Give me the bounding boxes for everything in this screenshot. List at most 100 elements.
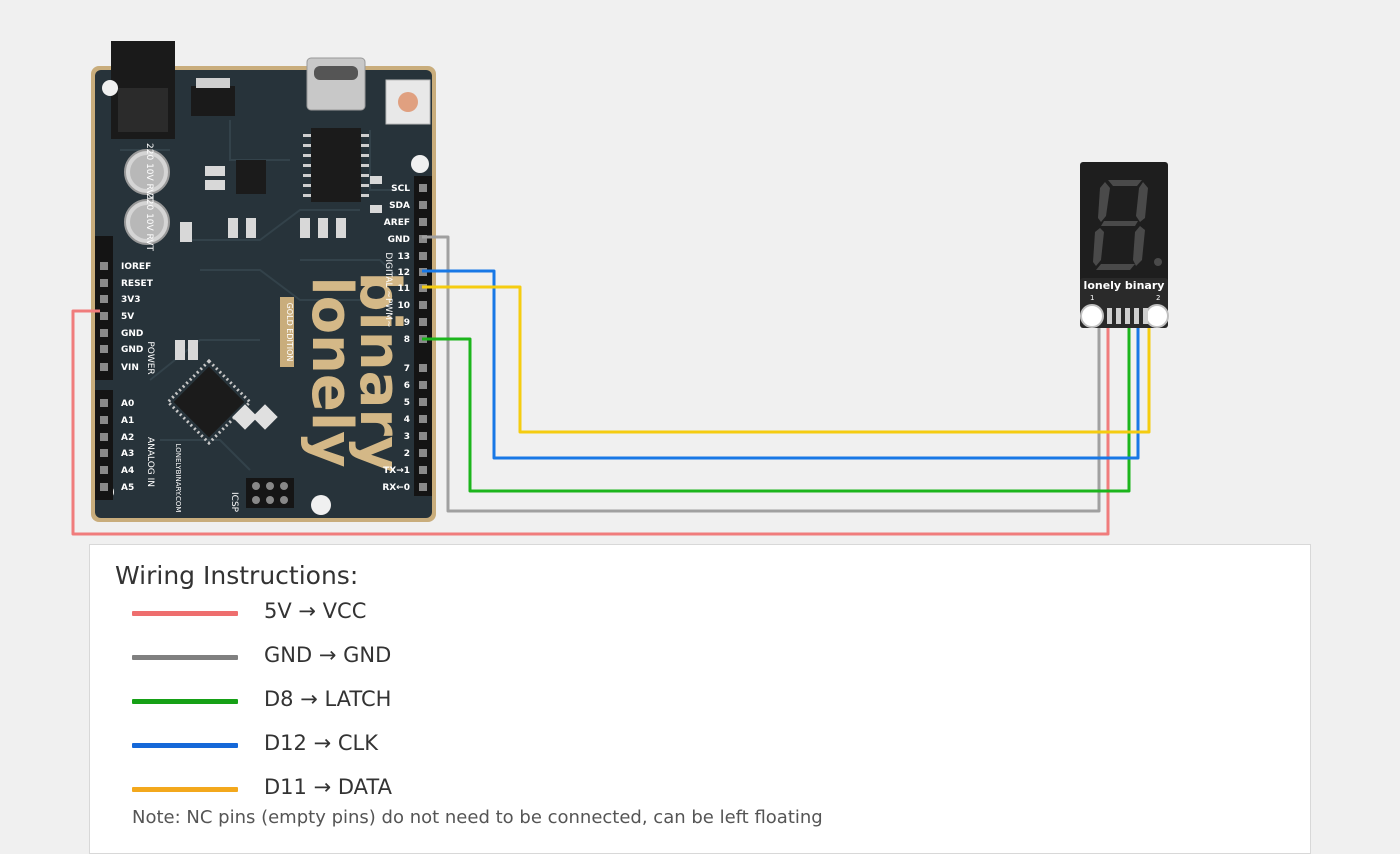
mounting-hole [411,155,429,173]
wires [71,235,1151,536]
board-traces [120,120,410,471]
left-pin-label: A5 [121,483,134,493]
legend-label-clk: D12 → CLK [264,731,378,755]
board-website: LONELYBINARY.COM [174,444,182,513]
header-pin [100,329,108,337]
header-pin [100,449,108,457]
arduino-board: 220 10V RVT 220 10V RVT ICS [91,41,436,522]
right-pin-label: SDA [389,201,410,211]
wire-gnd-gnd [422,235,1101,513]
led-2 [252,404,278,430]
board-brand-line1: lonely [299,276,364,467]
header-pin [419,218,427,226]
module-pin-2-label: 2 [1156,294,1160,302]
left-pin-label: 3V3 [121,295,141,305]
digit-segments [1093,180,1148,270]
header-pin [419,235,427,243]
power-section-label: POWER [145,341,155,374]
module-mounting-hole [1080,304,1104,328]
board-brand-line2: binary [347,271,412,472]
header-pin [419,201,427,209]
left-pin-label: A1 [121,416,134,426]
right-pin-label: 2 [404,449,410,459]
header-pin [100,399,108,407]
right-header-pins [419,184,427,491]
header-pin [100,466,108,474]
left-pin-label: A0 [121,399,134,409]
header-pin [419,301,427,309]
legend-row-data: D11 → DATA [132,773,732,803]
legend-swatch-latch [132,699,238,704]
legend-label-gnd: GND → GND [264,643,392,667]
legend-row-clk: D12 → CLK [132,729,732,759]
right-pin-label: 5 [404,398,410,408]
right-pin-label: 8 [404,335,410,345]
right-pin-label: GND [388,235,410,245]
header-pin [419,184,427,192]
analog-section-label: ANALOG IN [145,437,155,487]
module-mounting-hole [1145,304,1169,328]
right-pin-label: AREF [384,218,410,228]
reset-button [398,92,418,112]
led-1 [232,404,258,430]
usb-c-port [306,57,366,111]
mounting-hole [311,495,331,515]
legend-swatch-data [132,787,238,792]
edition-badge [280,297,294,367]
mounting-hole [102,80,118,96]
legend-label-vcc: 5V → VCC [264,599,367,623]
header-pin [100,262,108,270]
header-pin [100,345,108,353]
board-edition: GOLD EDITION [285,303,294,362]
legend-swatch-clk [132,743,238,748]
instructions-note: Note: NC pins (empty pins) do not need t… [132,807,823,828]
right-pin-label: SCL [391,184,410,194]
legend-row-vcc: 5V → VCC [132,597,732,627]
right-pin-label: RX←0 [382,483,410,493]
legend-row-gnd: GND → GND [132,641,732,671]
wiring-instructions-panel: Wiring Instructions: 5V → VCC GND → GND … [89,544,1311,854]
left-header-pins [100,262,108,491]
left-pin-label: VIN [121,363,139,373]
header-pin [100,312,108,320]
dc-jack-inner [118,88,168,132]
usb-c-opening [314,66,358,80]
header-pin [100,416,108,424]
icsp-label: ICSP [229,492,239,513]
seven-segment-module: lonely binary 1 2 [1080,162,1169,328]
header-pin [419,252,427,260]
wiring-diagram: 220 10V RVT 220 10V RVT ICS [71,41,1169,536]
left-pin-label: IOREF [121,262,151,272]
header-pin [419,381,427,389]
right-pin-label: 6 [404,381,410,391]
legend-label-latch: D8 → LATCH [264,687,392,711]
left-header-analog [95,390,113,500]
legend-swatch-vcc [132,611,238,616]
right-pin-label: 11 [397,284,410,294]
icsp-header: ICSP [229,478,294,513]
right-pin-label: 13 [397,252,410,262]
left-pin-label: A4 [121,466,134,476]
right-pin-label: 3 [404,432,410,442]
left-pin-label: RESET [121,279,154,289]
left-header-power [95,236,113,380]
microcontroller-chip [165,358,253,446]
voltage-regulator [191,86,235,116]
header-pin [100,295,108,303]
capacitor-1: 220 10V RVT [124,143,170,201]
digital-section-label: DIGITAL ~PWM~ [383,252,393,327]
wire-5v-vcc [71,309,1110,536]
legend-swatch-gnd [132,655,238,660]
legend-row-latch: D8 → LATCH [132,685,732,715]
smd-components [175,166,382,360]
left-pin-label: GND [121,345,143,355]
module-pin-1-label: 1 [1090,294,1094,302]
right-pin-label: TX→1 [383,466,410,476]
header-pin [100,433,108,441]
legend-label-data: D11 → DATA [264,775,392,799]
header-pin [419,415,427,423]
module-brand: lonely binary [1084,279,1165,292]
right-pin-label: 9 [404,318,410,328]
